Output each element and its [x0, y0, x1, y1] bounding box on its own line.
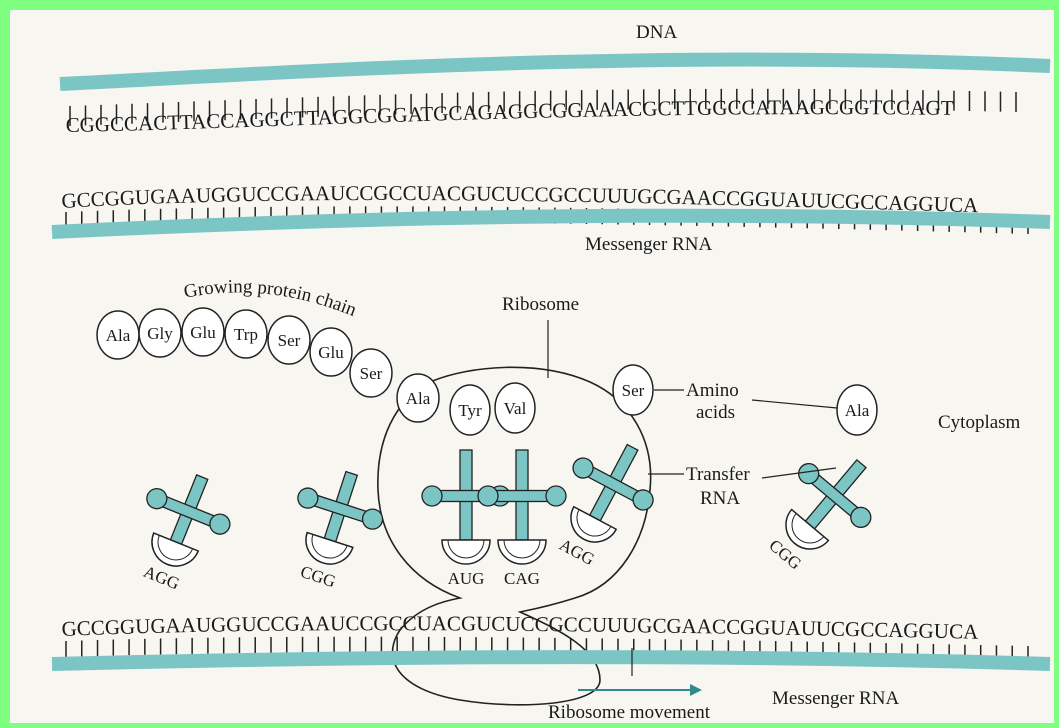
mrna-bottom-label: Messenger RNA [772, 688, 899, 709]
amino-acid-ala: Ala [397, 374, 439, 422]
mrna-top-label: Messenger RNA [585, 234, 712, 255]
ribosome-movement-label: Ribosome movement [548, 702, 711, 723]
dna-label: DNA [636, 22, 677, 43]
svg-text:Gly: Gly [147, 324, 173, 343]
amino-acid-gly: Gly [139, 309, 181, 357]
trna-ribosome-2-anticodon: CAG [504, 569, 540, 588]
ribosome-amino-acid-val: Val [495, 383, 535, 433]
svg-text:Ala: Ala [406, 389, 431, 408]
svg-text:Trp: Trp [234, 325, 258, 344]
amino-acids-label-1: Amino [686, 380, 739, 401]
amino-acid-trp: Trp [225, 310, 267, 358]
svg-text:Ser: Ser [622, 381, 645, 400]
transfer-rna-label-2: RNA [700, 488, 740, 509]
ribosome-amino-acid-tyr: Tyr [450, 385, 490, 435]
cytoplasm-label: Cytoplasm [938, 412, 1021, 433]
ribosome-label: Ribosome [502, 294, 579, 315]
trna-ribosome-1-anticodon: AUG [448, 569, 485, 588]
svg-text:Ser: Ser [360, 364, 383, 383]
transfer-rna-label-1: Transfer [686, 464, 750, 485]
svg-text:Ala: Ala [845, 401, 870, 420]
amino-acid-glu: Glu [310, 328, 352, 376]
amino-acid-glu: Glu [182, 308, 224, 356]
free-amino-acid-ser: Ser [613, 365, 653, 415]
svg-text:Val: Val [504, 399, 527, 418]
svg-text:Glu: Glu [190, 323, 216, 342]
svg-text:Ser: Ser [278, 331, 301, 350]
svg-text:Glu: Glu [318, 343, 344, 362]
amino-acids-label-2: acids [696, 402, 735, 423]
svg-text:Tyr: Tyr [458, 401, 482, 420]
amino-acid-ser: Ser [268, 316, 310, 364]
svg-text:Ala: Ala [106, 326, 131, 345]
free-amino-acid-ala: Ala [837, 385, 877, 435]
mrna-bottom-backbone [52, 657, 1050, 664]
amino-acid-ala: Ala [97, 311, 139, 359]
amino-acid-ser: Ser [350, 349, 392, 397]
